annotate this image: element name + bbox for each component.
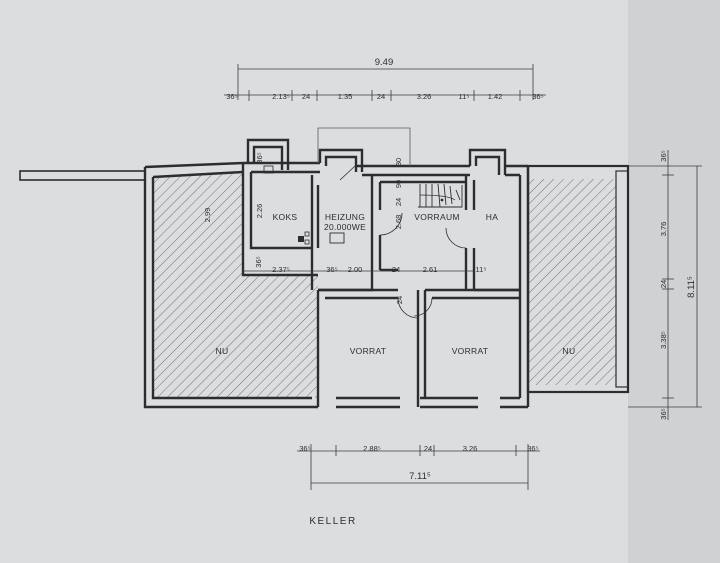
doors [339, 165, 467, 319]
dim-top-seg-6: 3.26 [417, 92, 432, 101]
dim-koks-width: 2.37⁵ [272, 265, 290, 274]
stair-start-dot [440, 198, 444, 202]
dim-top-seg-5: 24 [377, 92, 385, 101]
bottom-dimension-chain [297, 444, 540, 490]
dim-overall-width: 9.49 [375, 57, 394, 68]
room-label-vorrat-right: VORRAT [452, 346, 489, 356]
stair [418, 183, 463, 208]
room-label-vorrat-left: VORRAT [350, 346, 387, 356]
dim-top-seg-3: 24 [302, 92, 310, 101]
dim-door-24: 24 [395, 296, 404, 304]
room-label-koks: KOKS [273, 212, 298, 222]
room-label-vorraum: VORRAUM [414, 212, 460, 222]
dim-bottom-seg-3: 24 [424, 444, 432, 453]
nu-right-inner [615, 170, 629, 388]
dim-bottom-overall: 7.11⁵ [409, 471, 431, 482]
room-label-nu-left: NU [216, 346, 229, 356]
dim-right-seg-5: 36⁵ [659, 408, 668, 419]
dim-vorraum-right: 11⁵ [476, 265, 487, 274]
dim-top-seg-7: 11⁵ [459, 92, 470, 101]
dim-bottom-seg-5: 36⁵ [527, 444, 538, 453]
dim-heizung-width: 2.00 [348, 265, 363, 274]
dim-top-seg-8: 1.42 [488, 92, 503, 101]
dim-right-seg-3: 24 [659, 280, 668, 288]
dim-top-seg-2: 2.13⁵ [272, 92, 290, 101]
dim-top-seg-4: 1.35 [338, 92, 353, 101]
room-label-ha: HA [486, 212, 498, 222]
dim-koks-height: 2.26 [255, 204, 264, 219]
dim-top-seg-9: 36⁵ [532, 92, 543, 101]
dim-right-overall: 8.11⁵ [686, 276, 697, 298]
nu-left-area [153, 172, 318, 398]
dim-stair-90: 90 [394, 180, 403, 188]
external-wall-stub [19, 170, 146, 181]
dim-right-seg-1: 36⁵ [659, 150, 668, 161]
dim-wall-24: 24 [392, 265, 400, 274]
dim-heizung-height: 2.68 [394, 215, 403, 230]
koks-hatch-icon [263, 165, 274, 174]
dim-bottom-seg-2: 2.88⁵ [363, 444, 381, 453]
dim-bottom-seg-1: 36⁵ [299, 444, 310, 453]
heater-pipe-icon [304, 231, 310, 237]
dim-bottom-seg-4: 3.26 [463, 444, 478, 453]
boiler-symbol [329, 232, 345, 244]
window-outline [317, 127, 411, 166]
dim-right-seg-4: 3.38⁵ [659, 331, 668, 349]
heater-unit-icon [298, 236, 304, 242]
room-label-nu-right: NU [563, 346, 576, 356]
dim-stair-24: 24 [394, 198, 403, 206]
nu-right-area [528, 179, 616, 385]
top-dimension-chain [224, 64, 546, 101]
plan-title: KELLER [309, 516, 356, 527]
walls [143, 138, 530, 409]
dim-top-seg-1: 36⁵ [226, 92, 237, 101]
room-label-heizung-capacity: 20.000WE [324, 222, 366, 232]
right-dimension-chain [628, 150, 702, 420]
dim-nu-height: 2.99 [203, 208, 212, 223]
paper-shadow-right [628, 0, 720, 563]
dim-stair-30: 30 [394, 158, 403, 166]
dim-heizung-left: 36⁵ [326, 265, 337, 274]
dim-koks-wall: 36⁵ [254, 256, 263, 267]
dim-koks-top: 36⁵ [255, 152, 264, 163]
dim-right-seg-2: 3.76 [659, 222, 668, 237]
room-label-heizung: HEIZUNG [325, 212, 365, 222]
heater-valve-icon [304, 239, 310, 245]
dim-vorraum-width: 2.61 [423, 265, 438, 274]
